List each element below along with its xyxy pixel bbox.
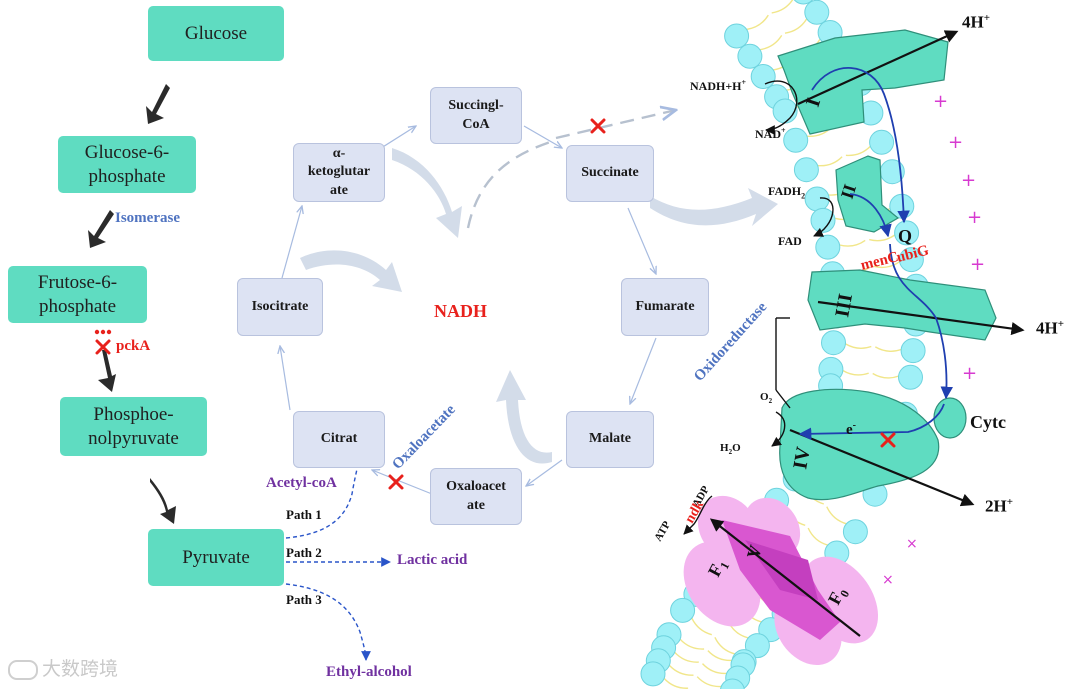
- nad-label: NAD+: [755, 126, 786, 141]
- pcka-label: pckA: [116, 338, 151, 354]
- fumarate-box: Fumarate: [621, 278, 709, 336]
- path1-label: Path 1: [286, 507, 322, 522]
- complex-II: II: [835, 155, 900, 233]
- proton-4h-mid-label: 4H+: [1036, 318, 1065, 338]
- electron-flow-complex-I-to-Q: [811, 67, 910, 224]
- complex-V-proton-arrow: [709, 518, 861, 637]
- fadh2-oxidation-arrow: [813, 197, 834, 237]
- h2o-label: H2O: [720, 442, 741, 457]
- complex-I: I: [777, 29, 949, 135]
- bypass-dashed-arrow-line: [555, 110, 676, 140]
- menc-label: menC: [859, 249, 900, 274]
- glucose-6-phosphate-box: Glucose-6-phosphate: [58, 136, 196, 193]
- glycolysis-step-arrows: [88, 84, 176, 524]
- nadh-production-arrows: [300, 148, 778, 464]
- cycle-arrow-oxaloacetate-to-citrat: [372, 470, 433, 495]
- succinate-box: Succinate: [566, 145, 654, 202]
- complex-IV-proton-arrow: [789, 428, 975, 507]
- electron-transfer-block-x: [880, 432, 896, 448]
- ubiquinone-q-label: Q: [898, 226, 913, 246]
- cytc-label: Cytc: [970, 412, 1006, 432]
- svg-text:+: +: [933, 91, 948, 112]
- svg-text:+: +: [967, 207, 982, 228]
- electron-flow-Q-to-cytc: [889, 243, 954, 400]
- atp-synthesis-arrow: [683, 495, 713, 535]
- isocitrate-box: Isocitrate: [237, 278, 323, 336]
- electron-flow-cytc-to-complex-IV: [798, 403, 945, 441]
- malate-box: Malate: [566, 411, 654, 468]
- cycle-arrow-isocitrate-to-akg: [281, 206, 302, 279]
- complex-II-label: II: [837, 182, 860, 202]
- succinyl-coa-box: Succingl-CoA: [430, 87, 522, 144]
- nadh-center-label: NADH: [434, 301, 487, 321]
- fad-label: FAD: [778, 234, 802, 248]
- cytochrome-c: [933, 397, 967, 439]
- atp-synthase-complex-V: V: [683, 495, 879, 666]
- o2-label: O2: [760, 391, 773, 406]
- isomerase-label: Isomerase: [115, 210, 180, 226]
- proton-pump-arrows: [709, 30, 1025, 637]
- pcka-block-x: [95, 339, 111, 355]
- svg-text:+: +: [948, 132, 963, 153]
- cycle-arrow-citrat-to-isocitrate: [280, 346, 291, 411]
- nadh-h-label: NADH+H+: [690, 78, 747, 93]
- cycle-arrow-succinate-to-fumarate: [627, 207, 656, 274]
- path2-label: Path 2: [286, 545, 322, 560]
- svg-text:+: +: [962, 363, 977, 384]
- complex-IV-label: IV: [789, 445, 815, 471]
- svg-text:+: +: [961, 170, 976, 191]
- complex-IV: IV: [779, 388, 940, 501]
- svg-text:+: +: [970, 254, 985, 275]
- proton-4h-top-label: 4H+: [962, 12, 991, 32]
- pyruvate-box: Pyruvate: [148, 529, 284, 586]
- svg-text:×: ×: [882, 572, 894, 588]
- bypass-dashed-arrow-curve: [466, 138, 557, 229]
- nadh-oxidation-arrow: [764, 80, 798, 135]
- watermark: 大数跨境: [8, 654, 118, 681]
- atp-label: ATP: [652, 519, 673, 544]
- membrane-charge-plus-signs: + + + + + + × ×: [882, 91, 985, 588]
- succinylcoa-bypass-block-x: [590, 118, 606, 134]
- complex-I-proton-arrow: [797, 30, 959, 106]
- ubig-label: ubiG: [895, 242, 931, 265]
- fructose-6-phosphate-box: Frutose-6-phosphate: [8, 266, 147, 323]
- glucose-box: Glucose: [148, 6, 284, 61]
- citrat-box: Citrat: [293, 411, 385, 468]
- pcka-dots: [94, 329, 112, 335]
- lactic-acid-label: Lactic acid: [397, 552, 468, 568]
- oxygen-reduction-arrow: [771, 411, 786, 447]
- complex-III-proton-arrow: [817, 300, 1025, 336]
- electron-label: e-: [846, 420, 857, 438]
- path3-label: Path 3: [286, 592, 322, 607]
- cycle-arrow-malate-to-oxaloacetate: [526, 459, 563, 486]
- watermark-logo-icon: [8, 659, 38, 680]
- ethyl-alcohol-label: Ethyl-alcohol: [326, 664, 412, 680]
- cycle-arrow-fumarate-to-malate: [630, 337, 657, 404]
- path3-arrow: [285, 583, 371, 661]
- phosphoenolpyruvate-box: Phosphoe-nolpyruvate: [60, 397, 207, 456]
- cycle-arrow-succinylcoa-to-succinate: [523, 125, 562, 148]
- oxaloacetate-block-x: [388, 474, 404, 490]
- acetyl-coa-label: Acetyl-coA: [266, 475, 337, 491]
- fadh2-label: FADH2: [768, 184, 806, 201]
- oxaloacetate-rotated-label: Oxaloacetate: [389, 401, 459, 472]
- inhibition-marks: [95, 118, 896, 490]
- svg-text:×: ×: [906, 536, 918, 552]
- proton-2h-label: 2H+: [985, 496, 1014, 516]
- electron-flow-complex-II-to-Q: [849, 193, 892, 238]
